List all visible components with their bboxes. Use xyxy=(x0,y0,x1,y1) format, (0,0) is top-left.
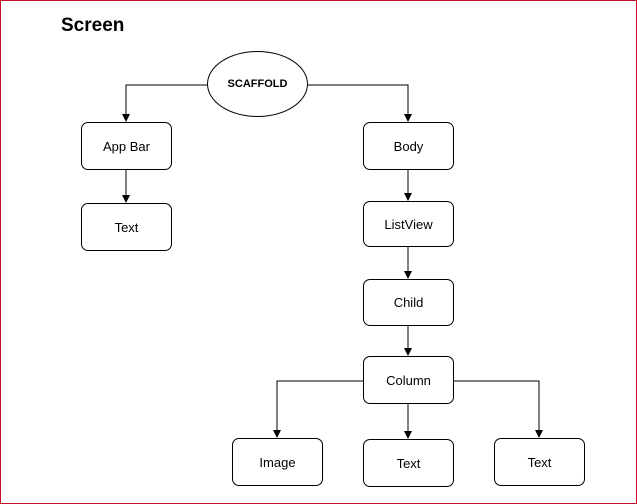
edge-column-text-2 xyxy=(454,380,543,438)
edge-column-image xyxy=(273,380,363,438)
node-app-bar-text: Text xyxy=(81,203,172,251)
node-body: Body xyxy=(363,122,454,170)
node-column-text-2-label: Text xyxy=(527,454,552,470)
node-scaffold: SCAFFOLD xyxy=(207,51,308,117)
edge-scaffold-app-bar xyxy=(122,84,207,122)
edge-scaffold-body xyxy=(308,84,412,122)
node-app-bar-label: App Bar xyxy=(103,138,150,154)
node-listview: ListView xyxy=(363,201,454,247)
node-scaffold-label: SCAFFOLD xyxy=(227,78,288,90)
node-child-label: Child xyxy=(393,295,424,310)
node-app-bar: App Bar xyxy=(81,122,172,170)
diagram-title: Screen xyxy=(61,15,125,36)
node-app-bar-text-label: Text xyxy=(114,219,139,235)
node-column-text-1: Text xyxy=(363,439,454,487)
node-listview-label: ListView xyxy=(384,216,433,232)
node-column-text-1-label: Text xyxy=(396,455,421,471)
node-column-label: Column xyxy=(386,372,431,388)
node-image: Image xyxy=(232,438,323,486)
node-child: Child xyxy=(363,279,454,326)
node-column: Column xyxy=(363,356,454,404)
node-body-label: Body xyxy=(393,138,424,154)
node-image-label: Image xyxy=(259,454,296,470)
node-column-text-2: Text xyxy=(494,438,585,486)
